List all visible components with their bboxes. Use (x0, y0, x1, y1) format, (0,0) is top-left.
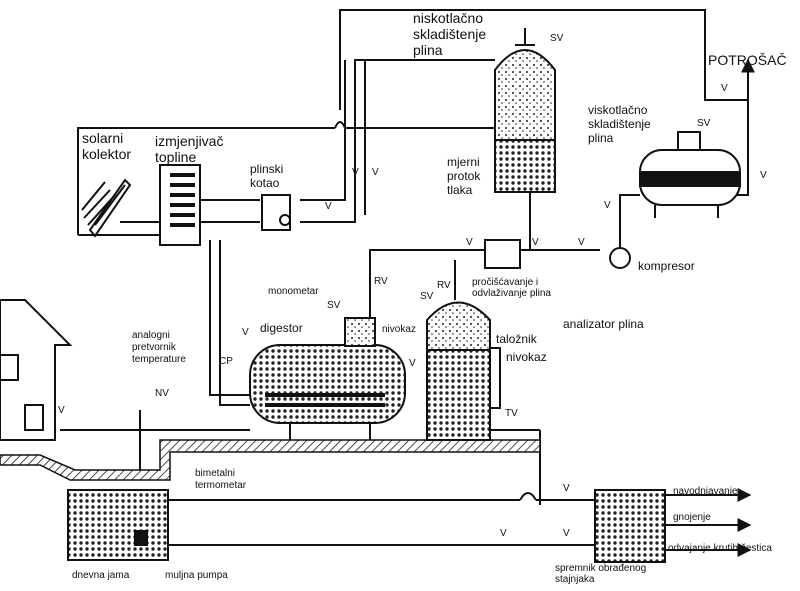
mud-pump (134, 530, 148, 546)
tag-v-7: V (604, 200, 611, 211)
solar-collector (81, 178, 132, 238)
tag-v-1: V (352, 167, 359, 178)
daily-pit (67, 489, 169, 561)
tag-rv-1: RV (374, 276, 388, 287)
label-gas-analyzer: analizator plina (563, 317, 644, 331)
tag-v-9: V (760, 170, 767, 181)
label-compressor: kompresor (638, 259, 695, 273)
tag-sv-4: SV (420, 291, 434, 302)
tag-v-2: V (372, 167, 379, 178)
label-level-1: nivokaz (382, 324, 416, 335)
tag-v-12: V (58, 405, 65, 416)
label-digester: digestor (260, 321, 303, 335)
tag-sv-3: SV (327, 300, 341, 311)
label-high-pressure-storage: viskotlačno skladištenje plina (588, 103, 651, 145)
tag-v-5: V (532, 237, 539, 248)
label-bimetal-thermometer: bimetalni termometar (195, 468, 247, 491)
tag-v-4: V (466, 237, 473, 248)
heat-exchanger (159, 164, 201, 246)
label-solar-collector: solarni kolektor (82, 130, 132, 162)
label-heat-exchanger: izmjenjivač topline (155, 133, 224, 165)
label-consumer: POTROŠAČ (708, 52, 787, 68)
label-treated-manure-tank: spremnik obrađenog stajnjaka (555, 563, 647, 585)
label-gas-boiler: plinski kotao (250, 162, 284, 190)
tag-rv-2: RV (437, 280, 451, 291)
ground-hatch (0, 439, 541, 481)
tag-v-8: V (721, 83, 728, 94)
tag-sv-2: SV (697, 118, 711, 129)
label-solids-separation: odvajanje krutih čestica (668, 543, 772, 554)
label-flow-pressure: mjerni protok tlaka (447, 155, 481, 197)
label-scrubbing: pročišćavanje i odvlaživanje plina (472, 277, 551, 299)
tag-sv-1: SV (550, 33, 564, 44)
top-gas-line (339, 9, 755, 110)
label-fertilizing: gnojenje (673, 512, 711, 523)
tag-v-6: V (578, 237, 585, 248)
label-low-pressure-storage: niskotlačno skladištenje plina (413, 10, 487, 58)
tag-v-15: V (563, 528, 570, 539)
tag-v-10: V (242, 327, 249, 338)
high-pressure-storage (639, 131, 741, 218)
house (0, 299, 73, 441)
compressor (609, 247, 631, 269)
label-irrigation: navodnjavanje (673, 486, 738, 497)
gas-meter (484, 239, 521, 269)
label-level-2: nivokaz (506, 350, 547, 364)
digester (249, 317, 406, 440)
label-analog-converter: analogni pretvornik temperature (132, 330, 186, 365)
tag-cp: CP (219, 356, 233, 367)
tag-nv: NV (155, 388, 169, 399)
settling-tank (426, 301, 501, 441)
hot-water-loop-top (77, 127, 335, 235)
crossover-hump-1 (334, 121, 346, 129)
treated-manure-tank (594, 489, 666, 563)
tag-tv: TV (505, 408, 518, 419)
tag-v-11: V (409, 358, 416, 369)
tag-v-14: V (500, 528, 507, 539)
label-settler: taložnik (496, 332, 537, 346)
low-pressure-storage (494, 28, 556, 193)
label-manometer: monometar (268, 286, 319, 297)
tag-v-3: V (325, 201, 332, 212)
label-mud-pump: muljna pumpa (165, 570, 228, 581)
tag-v-13: V (563, 483, 570, 494)
label-daily-pit: dnevna jama (72, 570, 130, 581)
